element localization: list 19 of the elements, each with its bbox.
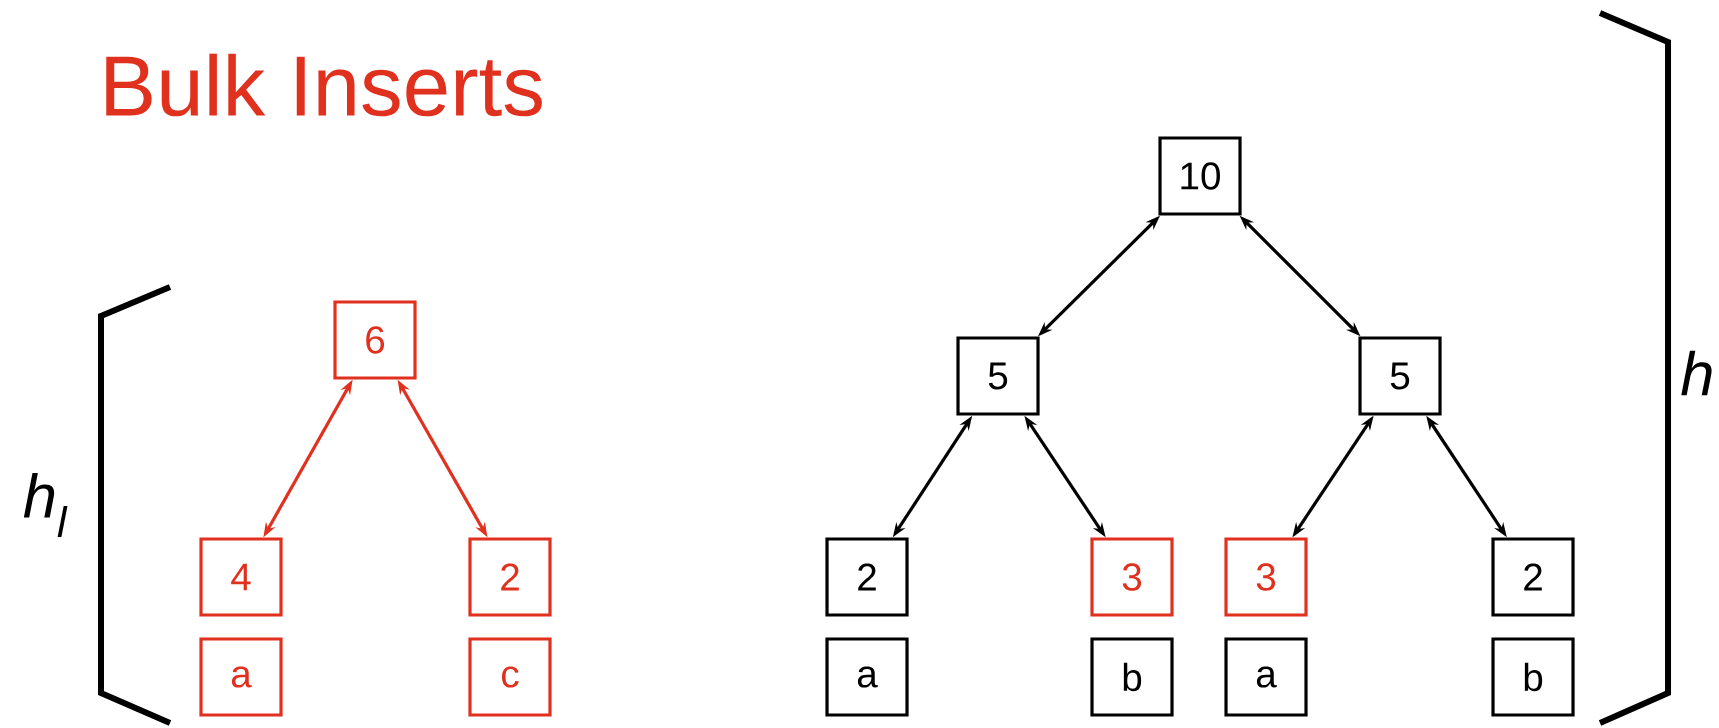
value-box: 2 (1491, 537, 1575, 617)
value-box: 3 (1224, 537, 1308, 617)
height-label: h (1681, 350, 1712, 396)
value-box: b (1090, 637, 1174, 717)
value-box: b (1491, 637, 1575, 717)
value-box: a (1224, 637, 1308, 717)
value-box: 5 (1358, 336, 1442, 416)
title: Bulk Inserts (106, 53, 542, 117)
value-box: c (468, 637, 552, 717)
value-box: 3 (1090, 537, 1174, 617)
value-box: 2 (825, 537, 909, 617)
value-box: a (199, 637, 283, 717)
value-box: 10 (1158, 136, 1242, 216)
value-box: 2 (468, 537, 552, 617)
value-box: 6 (333, 300, 417, 380)
value-box: 5 (956, 336, 1040, 416)
value-box: 4 (199, 537, 283, 617)
height-label: h$_{l}$ (23, 472, 68, 538)
value-box: a (825, 637, 909, 717)
